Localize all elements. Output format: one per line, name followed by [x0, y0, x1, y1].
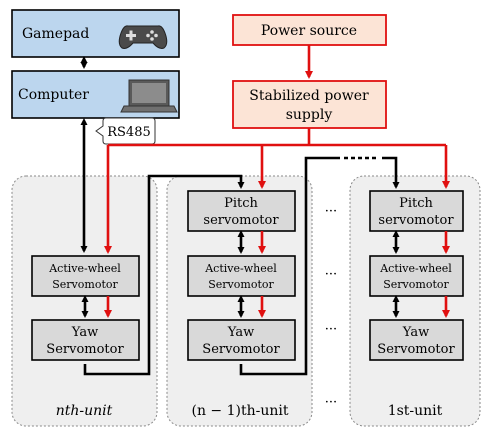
ellipsis-row-2: ···	[325, 267, 337, 282]
first-active-line1: Active-wheel	[379, 262, 452, 275]
first-unit-input-link	[382, 156, 400, 189]
n-minus-1-yaw-line1: Yaw	[227, 325, 254, 340]
first-unit-label: 1st-unit	[388, 403, 443, 419]
nth-active-line1: Active-wheel	[48, 262, 121, 275]
first-yaw-servomotor	[369, 319, 464, 361]
ellipsis-row-3: ···	[325, 322, 337, 337]
rs485-label: RS485	[107, 125, 151, 140]
first-pitch-line1: Pitch	[399, 196, 433, 211]
n-minus-1-active-wheel-servomotor	[187, 255, 296, 297]
first-pitch-servomotor	[369, 190, 464, 232]
power-source-box	[232, 14, 387, 46]
n-minus-1-unit-label: (n − 1)th-unit	[192, 403, 289, 419]
computer-label: Computer	[18, 87, 89, 103]
first-active-wheel-servomotor	[369, 255, 464, 297]
nth-unit-label: nth-unit	[56, 403, 113, 419]
first-pitch-line2: servomotor	[378, 213, 454, 228]
stabilized-supply-label-line2: supply	[286, 107, 333, 123]
n-minus-1-yaw-line2: Servomotor	[202, 342, 280, 357]
n-minus-1-active-line2: Servomotor	[208, 278, 274, 291]
stabilized-supply-box	[232, 80, 387, 129]
n-minus-1-yaw-servomotor	[187, 319, 296, 361]
first-unit-panel	[349, 175, 481, 427]
nth-active-line2: Servomotor	[52, 278, 118, 291]
first-active-line2: Servomotor	[383, 278, 449, 291]
n-minus-1-onward-link	[239, 156, 340, 376]
nth-yaw-line1: Yaw	[71, 325, 98, 340]
first-yaw-line1: Yaw	[402, 325, 429, 340]
ellipsis-row-1: ···	[325, 204, 337, 219]
laptop-icon	[120, 79, 178, 113]
n-minus-1-pitch-line1: Pitch	[224, 196, 258, 211]
n-minus-1-active-line1: Active-wheel	[204, 262, 277, 275]
nth-yaw-servomotor	[31, 319, 140, 361]
stabilized-supply-label-line1: Stabilized power	[249, 88, 369, 104]
nth-to-n-minus-1-link	[83, 174, 245, 376]
power-source-label: Power source	[261, 23, 357, 39]
nth-active-wheel-servomotor	[31, 255, 140, 297]
n-minus-1-pitch-line2: servomotor	[203, 213, 279, 228]
nth-yaw-line2: Servomotor	[46, 342, 124, 357]
gamepad-label: Gamepad	[22, 26, 89, 42]
ellipsis-row-4: ···	[325, 395, 337, 410]
rs485-callout: RS485	[95, 117, 156, 145]
first-yaw-line2: Servomotor	[377, 342, 455, 357]
n-minus-1-pitch-servomotor	[187, 190, 296, 232]
gamepad-icon	[118, 25, 168, 49]
